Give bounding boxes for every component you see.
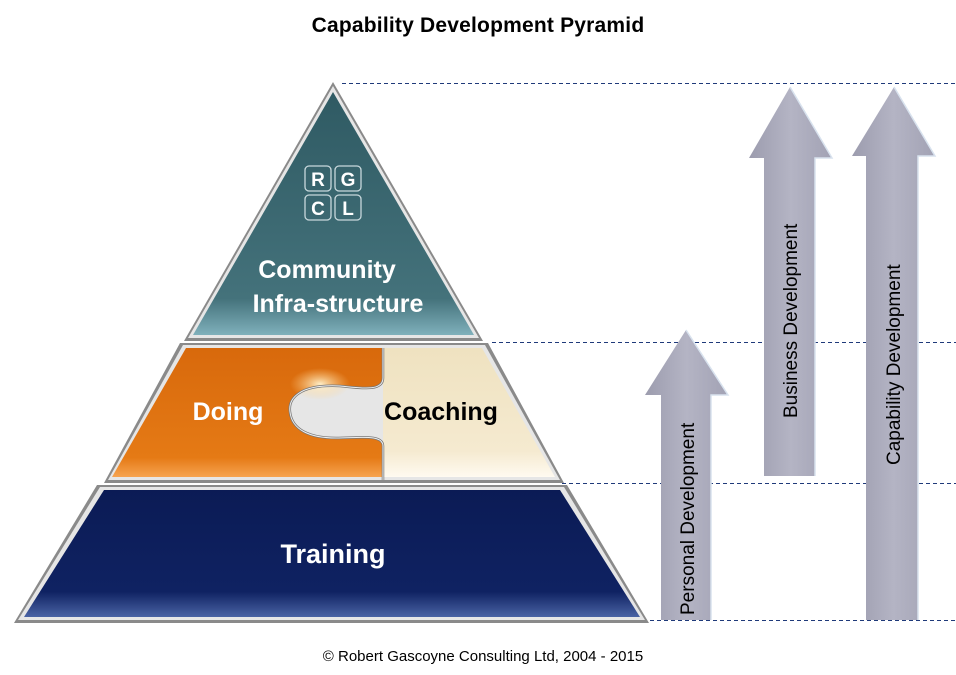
capability-development-label: Capability Development: [884, 264, 905, 465]
coaching-label: Coaching: [384, 398, 498, 426]
arrow-personal-development: Personal Development: [645, 329, 730, 620]
logo-letter-l: L: [342, 199, 354, 220]
logo-letter-c: C: [311, 199, 325, 220]
logo-letter-g: G: [341, 170, 356, 191]
coaching-piece: [383, 348, 555, 477]
copyright-footer: © Robert Gascoyne Consulting Ltd, 2004 -…: [322, 648, 644, 665]
community-label-line1: Community: [258, 256, 396, 284]
training-label: Training: [280, 539, 385, 569]
doing-label: Doing: [193, 398, 264, 426]
tier-community: Community Infra-structure R G C L: [184, 82, 483, 341]
diagram-title: Capability Development Pyramid: [311, 14, 645, 37]
personal-development-label: Personal Development: [678, 422, 699, 615]
tier-training: Training: [14, 485, 649, 623]
community-label-line2: Infra-structure: [253, 290, 424, 318]
logo-letter-r: R: [311, 170, 325, 191]
business-development-label: Business Development: [781, 223, 802, 418]
tier-doing-coaching: Doing Coaching: [104, 343, 564, 483]
arrow-business-development: Business Development: [749, 86, 834, 476]
rgcl-logo: R G C L: [304, 165, 362, 221]
arrow-capability-development: Capability Development: [852, 86, 937, 620]
